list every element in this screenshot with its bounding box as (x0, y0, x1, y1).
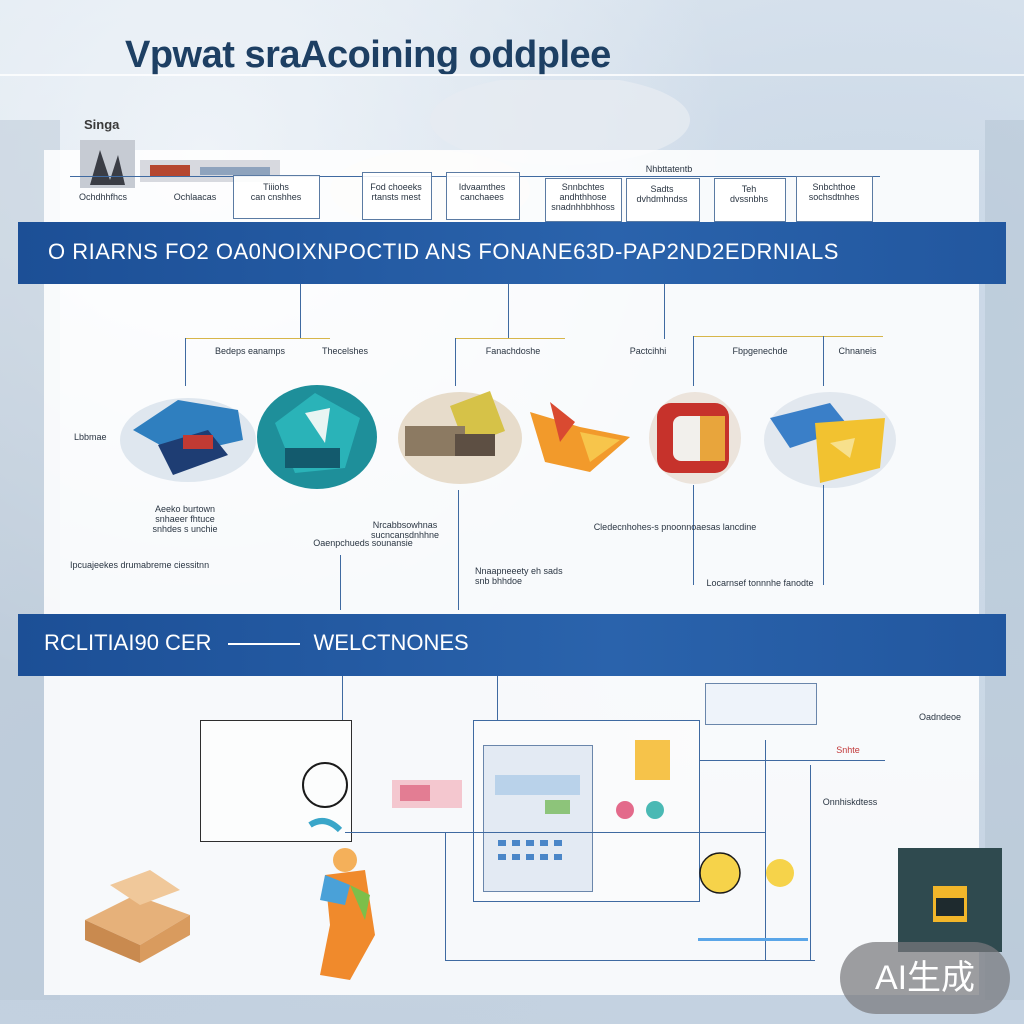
yellow-circle-icon (699, 852, 794, 894)
connector-line (700, 760, 885, 761)
screen-frame (483, 745, 593, 892)
top-label: Ochdhhfhcs (78, 192, 128, 202)
worker-figure-icon (302, 762, 375, 980)
connector-line (810, 765, 811, 960)
connector-line (698, 938, 808, 941)
process-description: Cledecnhohes-s pnoonnoaesas lancdine (593, 522, 757, 532)
connector-line (693, 485, 694, 585)
connector-line (300, 284, 301, 339)
connector-line (445, 960, 815, 961)
process-label: Chnaneis (838, 346, 877, 356)
process-label: Bedeps eanamps (214, 346, 286, 356)
conveyor-machine-icon (120, 398, 256, 482)
top-label: Teh dvssnbhs (729, 184, 769, 204)
process-label: Fanachdoshe (485, 346, 541, 356)
side-label: Lbbmae (74, 432, 107, 442)
section-banner-top: O RIARNS FO2 OA0NOIXNPOCTID ANS FONANE63… (18, 222, 1006, 284)
top-label: Snnbchtes andhthhose snadnhhbhhoss (551, 182, 615, 212)
right-side-label: Onnhiskdtess (822, 797, 878, 807)
process-description: Nrcabbsowhnas sucncansdnhhne (370, 520, 440, 540)
top-label: Tiiiohs can cnshhes (250, 182, 302, 202)
connector-line (455, 338, 456, 386)
cargo-box-icon (398, 391, 522, 484)
top-label: Snbchthoe sochsdtnhes (808, 182, 860, 202)
connector-line (340, 555, 341, 610)
banner-right-text: WELCTNONES (313, 630, 469, 655)
red-package-icon (649, 392, 741, 484)
process-description: Aeeko burtown snhaeer fhtuce snhdes s un… (152, 504, 218, 534)
connector-line (823, 485, 824, 585)
section-banner-bottom: RCLITIAI90 CER WELCTNONES (18, 614, 1006, 676)
top-label-box (233, 175, 320, 219)
title-divider (0, 74, 1024, 76)
connector-line (508, 284, 509, 339)
top-label-box (796, 176, 873, 222)
connector-line (342, 676, 343, 721)
document-thumbnail (705, 683, 817, 725)
teal-crate-icon (257, 385, 377, 489)
connector-line (765, 740, 766, 960)
top-label: Sadts dvhdmhndss (636, 184, 688, 204)
process-description: Locarnsef tonnnhe fanodte (706, 578, 814, 588)
top-label-box (446, 172, 520, 220)
process-description: Ipcuajeekes drumabreme ciessitnn (70, 560, 210, 570)
banner-left-text: RCLITIAI90 CER (44, 630, 212, 655)
process-label: Pactcihhi (629, 346, 667, 356)
screen-grid-icon (495, 775, 580, 860)
right-side-label: Snhte (836, 745, 860, 755)
top-label: Idvaamthes canchaees (458, 182, 506, 202)
connector-line (445, 832, 446, 960)
green-cabinet-icon (898, 848, 1002, 952)
thumbnail-label: Singa (84, 117, 120, 132)
top-label: Nhbttatentb (645, 164, 693, 174)
pink-box-icon (392, 780, 462, 808)
banner-dash (227, 643, 300, 646)
colored-dots-icon (616, 740, 670, 819)
process-label: Thecelshes (321, 346, 369, 356)
connector-line (458, 490, 459, 610)
connector-line (664, 284, 665, 339)
connector-line (693, 336, 883, 337)
page-title: Vpwat sraAcoining oddplee (125, 34, 611, 76)
delivery-truck-icon (764, 392, 896, 488)
top-label-box (362, 172, 432, 220)
wood-crates-icon (85, 870, 190, 963)
connector-line (345, 832, 765, 833)
process-label: Fbpgenechde (732, 346, 788, 356)
connector-line (185, 338, 186, 386)
connector-line (823, 336, 824, 386)
ai-generated-badge: AI生成 (840, 942, 1010, 1014)
right-side-label: Oadndeoe (918, 712, 962, 722)
top-label-box (545, 178, 622, 222)
connector-line (455, 338, 565, 339)
top-label: Fod choeeks rtansts mest (370, 182, 422, 202)
top-label-box (714, 178, 786, 222)
connector-line (693, 336, 694, 386)
process-description: Oaenpchueds sounansie (313, 538, 413, 548)
orange-ship-icon (530, 402, 630, 472)
connector-line (185, 338, 330, 339)
process-description: Nnaapneeety eh sads snb bhhdoe (475, 566, 563, 586)
top-label-box (626, 178, 700, 222)
top-label: Ochlaacas (173, 192, 217, 202)
connector-line (497, 676, 498, 721)
